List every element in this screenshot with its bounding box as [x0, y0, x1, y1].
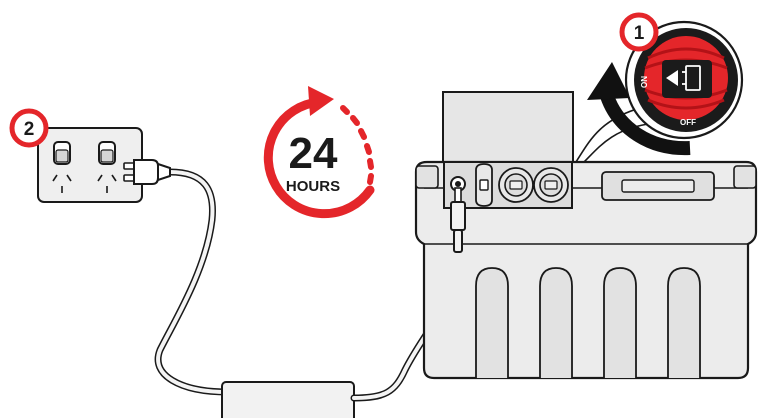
timer-dashes — [340, 105, 374, 185]
timer-value: 24 — [289, 129, 338, 178]
dc-plug — [450, 187, 466, 253]
wall-outlet — [37, 127, 143, 203]
timer-unit: HOURS — [286, 178, 340, 195]
step-number-2: 2 — [24, 119, 35, 140]
charger-adapter — [221, 381, 355, 418]
timer-24-hours: 24 HOURS — [263, 86, 375, 219]
outlet-switch-right — [98, 141, 116, 165]
switch-on-label: ON — [640, 76, 649, 88]
socket-cap-1 — [498, 167, 534, 203]
switch-off-label: OFF — [680, 118, 696, 127]
socket-left — [52, 174, 72, 193]
step-badge-2: 2 — [9, 108, 49, 148]
rotate-arrow-icon — [587, 62, 691, 156]
switch-symbol-icon — [682, 65, 701, 91]
port-panel — [443, 161, 573, 209]
switch-arrow-icon — [666, 70, 678, 86]
power-plug — [123, 159, 171, 185]
step-number-1: 1 — [634, 23, 645, 44]
zoom-lines — [575, 107, 649, 163]
battery-device — [414, 91, 758, 380]
power-switch-callout: ON OFF — [624, 20, 744, 140]
body-ribs — [475, 267, 701, 378]
power-switch-rocker — [644, 36, 728, 120]
socket-right — [97, 174, 117, 193]
outlet-switch-left — [53, 141, 71, 165]
socket-cap-2 — [533, 167, 569, 203]
usb-port-cap — [475, 163, 493, 207]
step-badge-1: 1 — [619, 12, 659, 52]
